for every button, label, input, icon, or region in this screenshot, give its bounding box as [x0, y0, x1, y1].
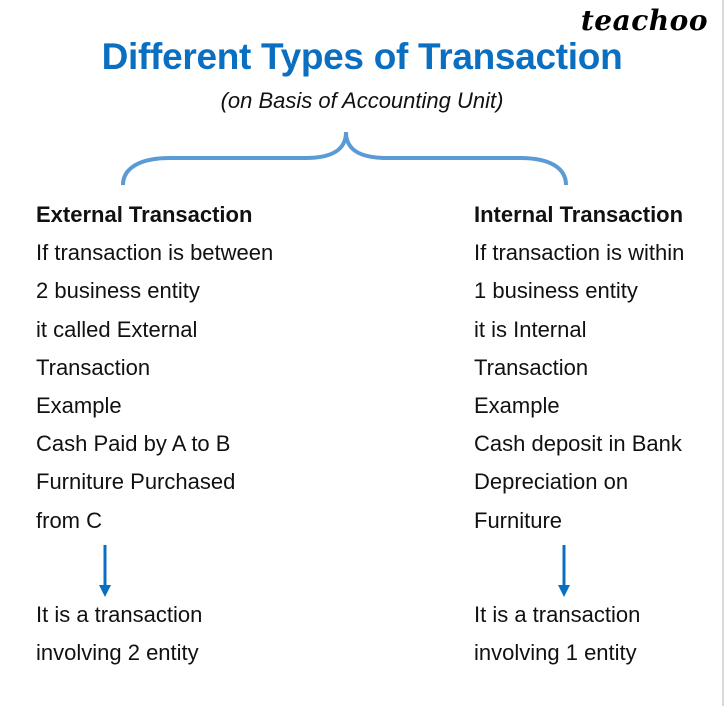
external-result: It is a transaction involving 2 entity — [36, 600, 202, 676]
external-line: from C — [36, 507, 102, 533]
external-line: Cash Paid by A to B — [36, 431, 231, 457]
down-arrow-icon — [558, 545, 570, 597]
internal-transaction-column: Internal Transaction If transaction is w… — [474, 200, 684, 544]
internal-line: 1 business entity — [474, 278, 638, 304]
right-border — [722, 0, 724, 706]
external-line: Example — [36, 392, 122, 418]
external-heading: External Transaction — [36, 202, 253, 227]
internal-line: Cash deposit in Bank — [474, 431, 682, 457]
curly-brace-icon — [121, 131, 568, 186]
external-line: 2 business entity — [36, 278, 200, 304]
diagram-subtitle: (on Basis of Accounting Unit) — [220, 88, 504, 113]
internal-line: Furniture — [474, 507, 563, 533]
internal-heading: Internal Transaction — [474, 202, 684, 227]
external-line: Transaction — [36, 354, 151, 380]
external-line: it called External — [36, 316, 198, 342]
external-result-line: It is a transaction — [36, 602, 203, 627]
internal-line: If transaction is within — [474, 240, 685, 266]
external-line: If transaction is between — [36, 240, 274, 266]
external-line: Furniture Purchased — [36, 469, 236, 495]
diagram-title: Different Types of Transaction — [101, 36, 623, 77]
external-transaction-column: External Transaction If transaction is b… — [36, 200, 273, 544]
internal-line: Depreciation on — [474, 469, 629, 495]
internal-line: it is Internal — [474, 316, 587, 342]
external-result-line: involving 2 entity — [36, 640, 199, 666]
internal-line: Example — [474, 392, 560, 418]
internal-result: It is a transaction involving 1 entity — [474, 600, 640, 676]
teachoo-logo: teachoo — [580, 4, 708, 37]
internal-result-line: involving 1 entity — [474, 640, 637, 666]
internal-line: Transaction — [474, 354, 589, 380]
down-arrow-icon — [99, 545, 111, 597]
internal-result-line: It is a transaction — [474, 602, 641, 627]
